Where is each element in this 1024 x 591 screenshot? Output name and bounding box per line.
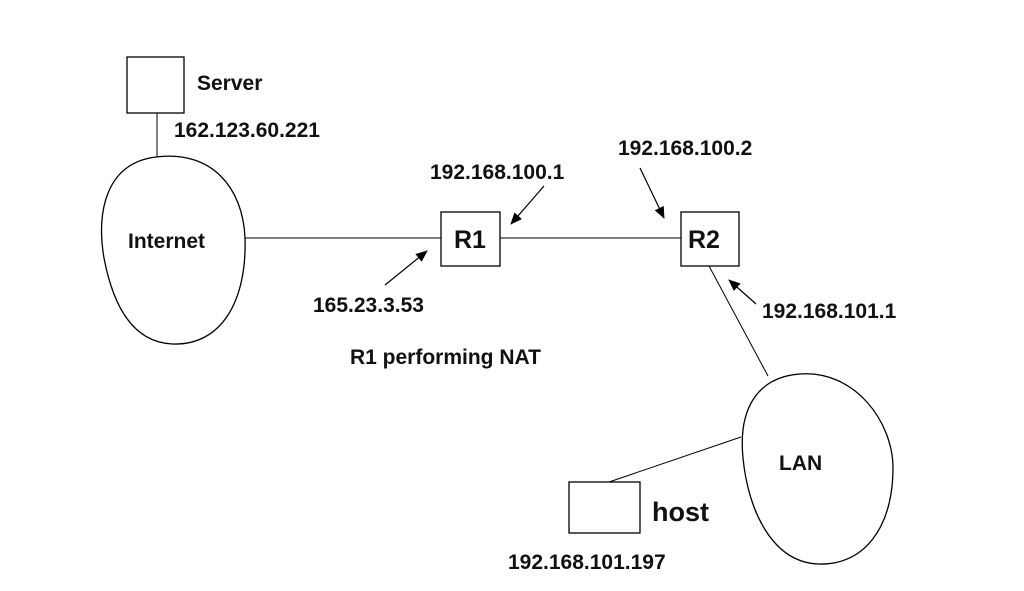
- server-label: Server: [197, 72, 262, 95]
- host-label: host: [652, 497, 709, 527]
- host-box: [568, 481, 641, 534]
- r1-inner-ip: 192.168.100.1: [430, 161, 565, 184]
- server-box: [126, 56, 185, 114]
- r2-inner-ip: 192.168.101.1: [762, 300, 897, 323]
- r2-outer-ip: 192.168.100.2: [618, 137, 752, 160]
- host-ip: 192.168.101.197: [508, 551, 666, 574]
- link-lan-host: [608, 436, 742, 483]
- r2-box: [680, 211, 740, 267]
- lan-label: LAN: [779, 452, 822, 475]
- r1-box: [440, 211, 501, 267]
- internet-label: Internet: [128, 230, 205, 253]
- link-r2-lan: [708, 265, 769, 377]
- server-ip: 162.123.60.221: [174, 119, 320, 142]
- arrow-r1-outer-ip: [384, 250, 428, 286]
- arrow-r2-outer-ip: [639, 167, 665, 219]
- arrow-r2-inner-ip: [728, 279, 757, 305]
- r2-label: R2: [688, 226, 720, 254]
- r1-outer-ip: 165.23.3.53: [313, 294, 424, 317]
- internet-cloud: [100, 155, 246, 345]
- r1-label: R1: [454, 226, 486, 254]
- lan-cloud: [741, 373, 894, 565]
- r1-nat-caption: R1 performing NAT: [350, 346, 541, 369]
- arrow-r1-inner-ip: [510, 185, 545, 225]
